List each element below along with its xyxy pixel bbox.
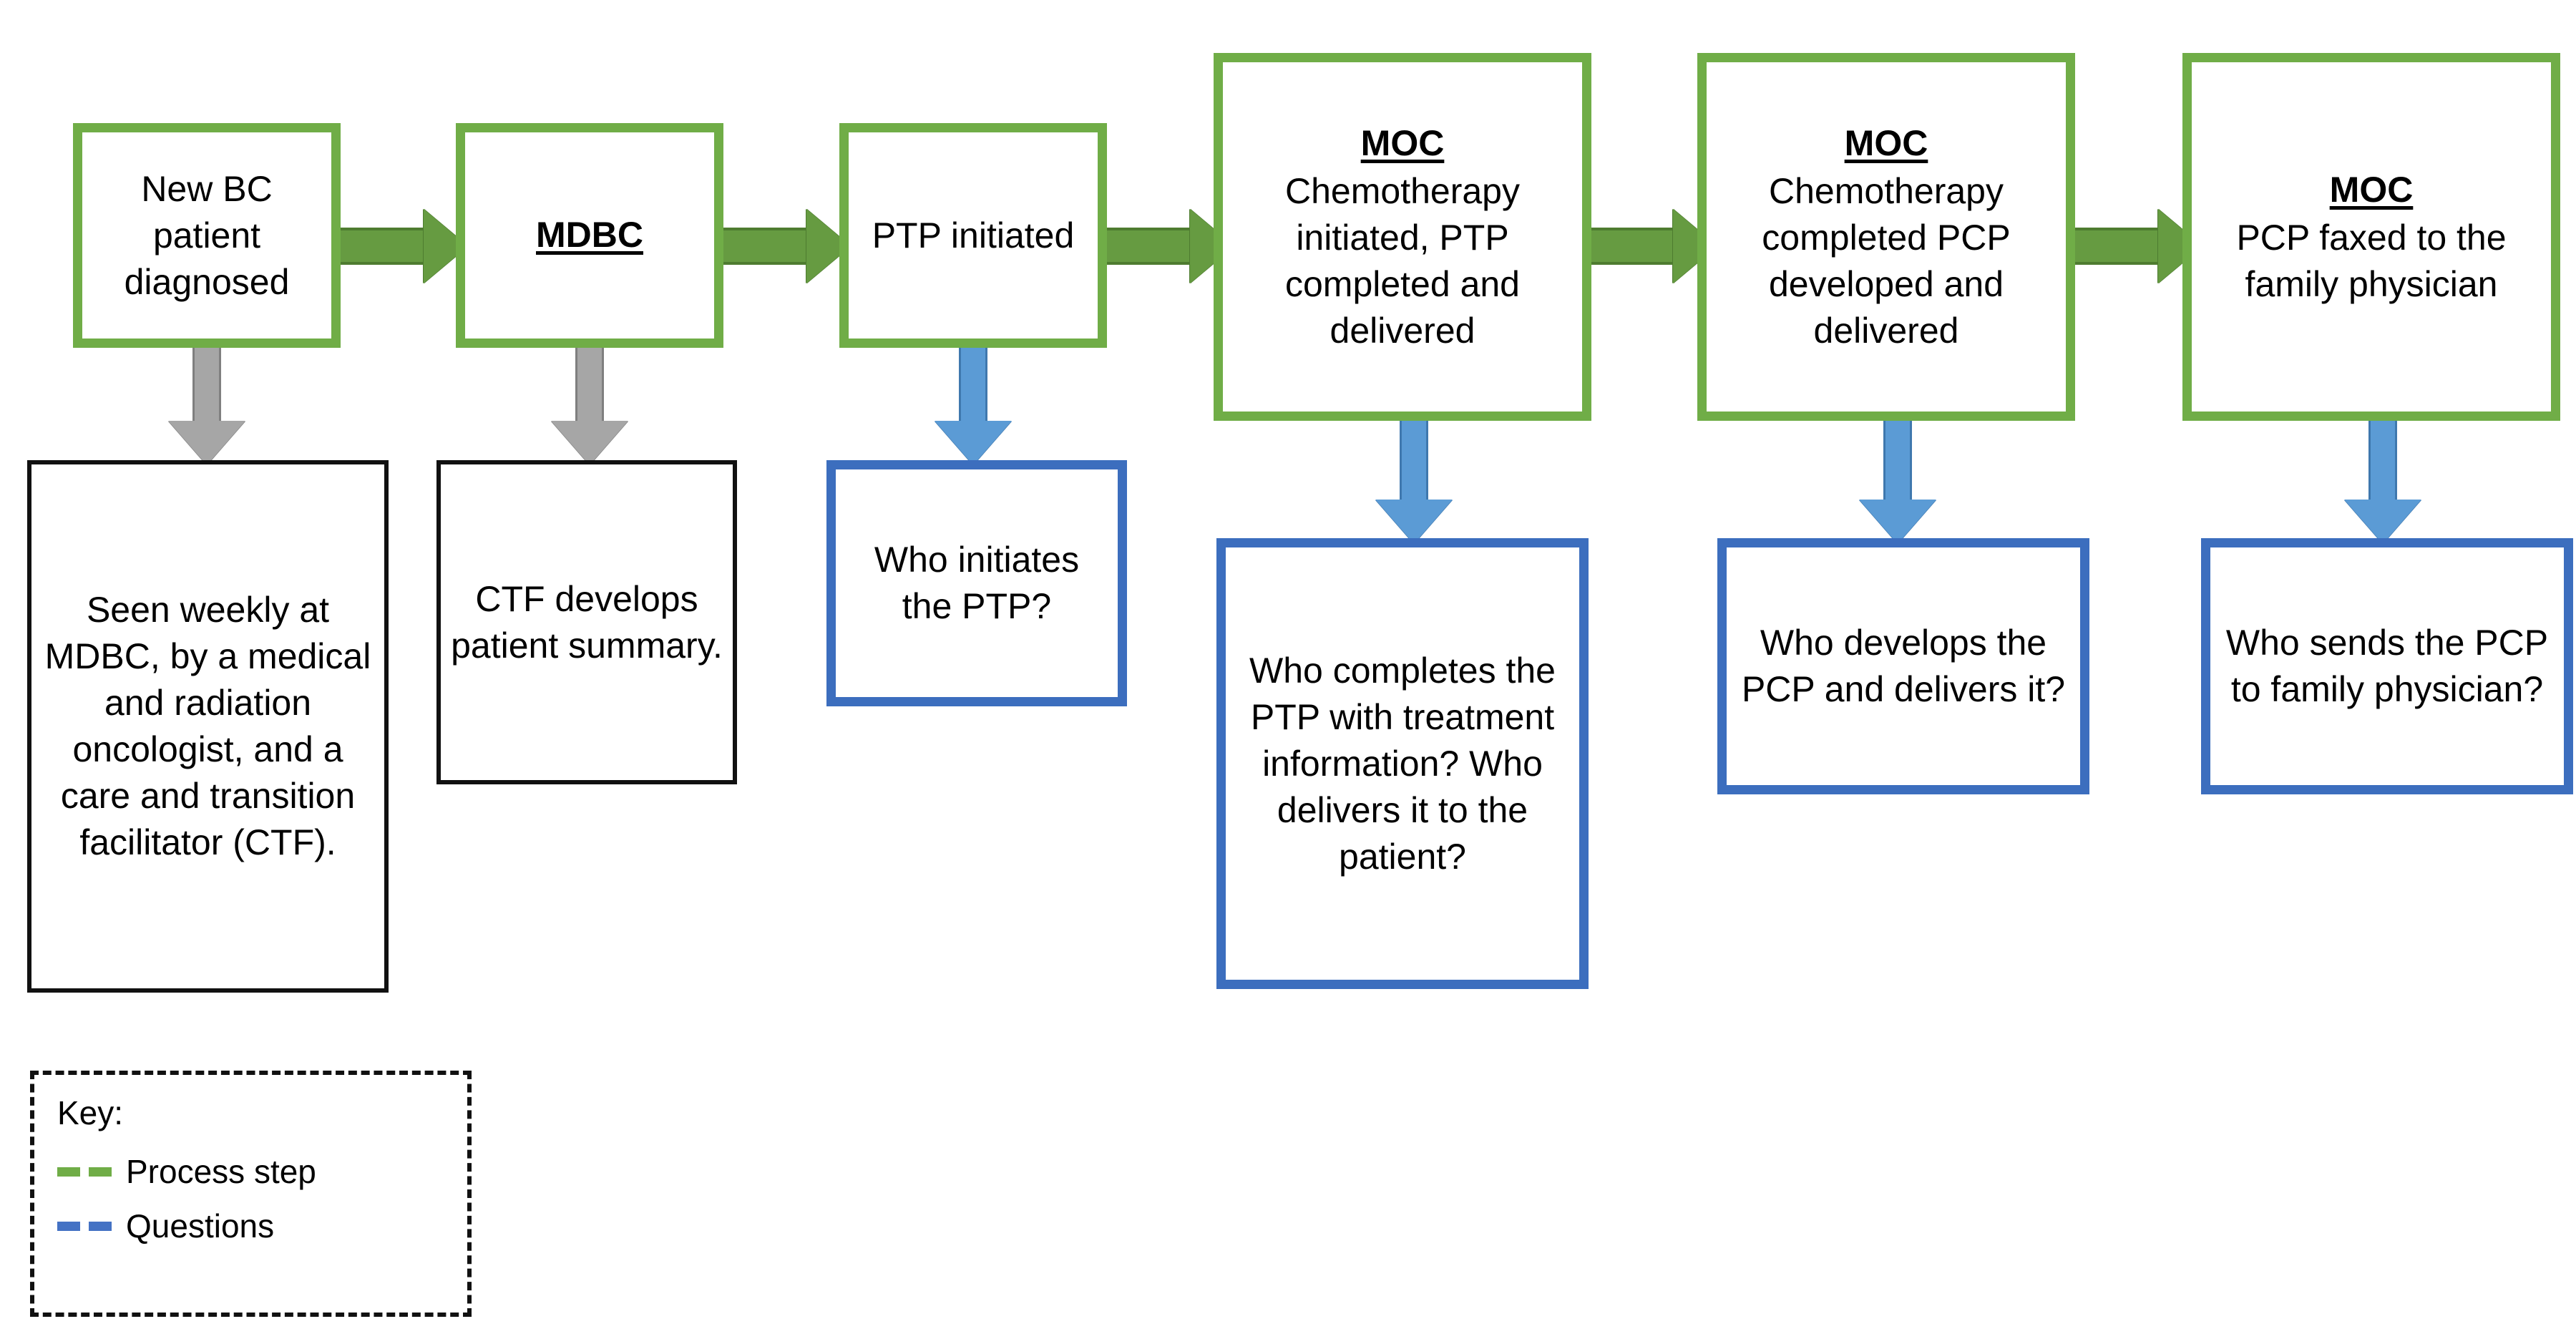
question-box-1[interactable]: Who initiates the PTP? [826,460,1127,706]
arrow-head [1375,500,1453,544]
process-arrow-5-to-6 [2075,209,2202,283]
arrow-head [2344,500,2421,544]
process-step-3-text: PTP initiated [872,215,1075,255]
key-item-questions-label: Questions [126,1207,275,1245]
question-box-2-text: Who completes the PTP with treatment inf… [1249,650,1556,877]
arrow-shaft [1400,419,1428,502]
question-box-2[interactable]: Who completes the PTP with treatment inf… [1216,538,1589,989]
process-arrow-1-to-2 [341,209,468,283]
process-step-5-text: Chemotherapy completed PCP developed and… [1762,170,2011,351]
arrow-head [168,421,245,465]
key-item-questions: Questions [57,1207,467,1245]
process-step-6-moc[interactable]: MOC PCP faxed to the family physician [2182,53,2560,421]
arrow-shaft [192,344,221,424]
process-step-1-text: New BC patient diagnosed [124,168,290,302]
detail-note-1-text: Seen weekly at MDBC, by a medical and ra… [44,590,371,862]
arrow-shaft [723,228,809,265]
process-step-6-heading: MOC [2329,169,2414,210]
process-step-5-moc[interactable]: MOC Chemotherapy completed PCP developed… [1697,53,2075,421]
detail-arrow-step2-to-note2 [551,344,628,465]
process-step-2-mdbc[interactable]: MDBC [456,123,723,348]
process-arrow-4-to-5 [1590,209,1717,283]
arrow-shaft [1107,228,1193,265]
arrow-shaft [1590,228,1676,265]
blue-dashed-line-icon [57,1221,112,1231]
process-step-4-text: Chemotherapy initiated, PTP completed an… [1284,170,1520,351]
process-step-4-heading: MOC [1360,122,1445,163]
detail-arrow-step1-to-note1 [168,344,245,465]
question-box-4[interactable]: Who sends the PCP to family physician? [2201,538,2573,794]
question-box-4-text: Who sends the PCP to family physician? [2225,623,2549,709]
question-box-3-text: Who develops the PCP and delivers it? [1741,623,2066,709]
arrow-shaft [1883,419,1912,502]
process-arrow-2-to-3 [723,209,851,283]
question-arrow-step3-to-q1 [935,344,1012,465]
process-step-2-heading: MDBC [536,214,643,255]
arrow-head [935,421,1012,465]
green-dashed-line-icon [57,1167,112,1177]
detail-note-2-text: CTF develops patient summary. [451,578,723,666]
key-legend: Key: Process step Questions [30,1071,472,1317]
question-box-1-text: Who initiates the PTP? [874,540,1080,626]
arrow-head [551,421,628,465]
arrow-shaft [959,344,987,424]
question-arrow-step5-to-q3 [1859,419,1936,544]
key-title: Key: [57,1094,124,1131]
process-step-1[interactable]: New BC patient diagnosed [73,123,341,348]
process-step-3-ptp[interactable]: PTP initiated [839,123,1107,348]
question-box-3[interactable]: Who develops the PCP and delivers it? [1717,538,2089,794]
key-item-process-step: Process step [57,1152,467,1191]
process-step-4-moc[interactable]: MOC Chemotherapy initiated, PTP complete… [1214,53,1591,421]
key-item-process-step-label: Process step [126,1153,316,1190]
question-arrow-step4-to-q2 [1375,419,1453,544]
arrow-shaft [2075,228,2161,265]
arrow-shaft [341,228,426,265]
detail-note-1[interactable]: Seen weekly at MDBC, by a medical and ra… [27,460,389,993]
process-step-5-heading: MOC [1844,122,1928,163]
question-arrow-step6-to-q4 [2344,419,2421,544]
process-step-6-text: PCP faxed to the family physician [2236,217,2507,304]
arrow-shaft [575,344,604,424]
detail-note-2[interactable]: CTF develops patient summary. [436,460,737,784]
arrow-shaft [2368,419,2397,502]
arrow-head [1859,500,1936,544]
